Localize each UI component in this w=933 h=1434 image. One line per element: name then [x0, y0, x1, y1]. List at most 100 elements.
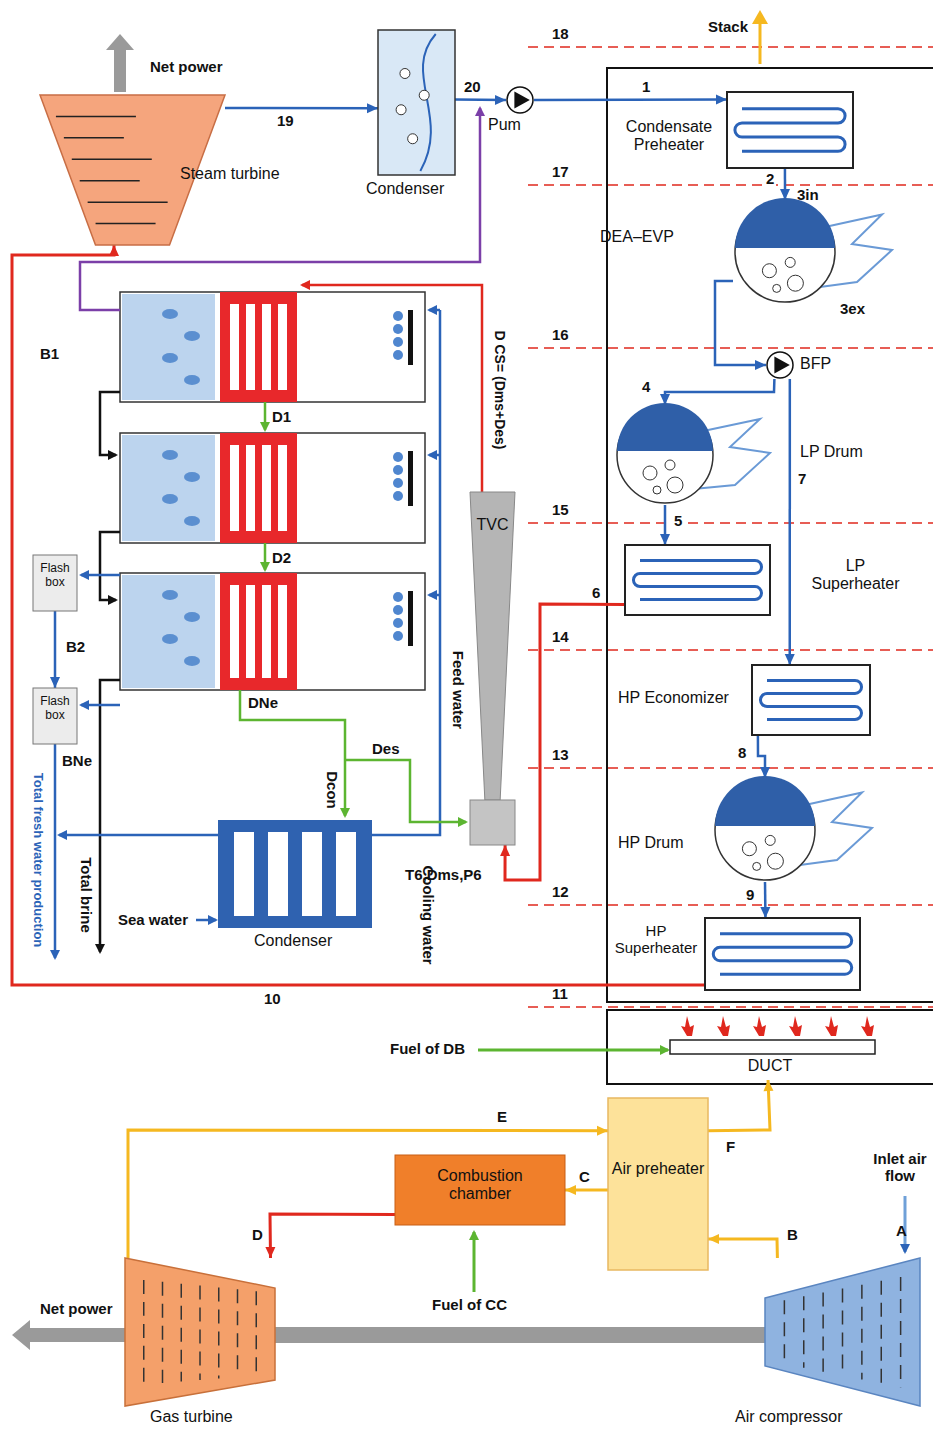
annotation-label: D2: [272, 549, 291, 566]
annotation-label: 3ex: [840, 300, 865, 317]
component-node: Flash box: [33, 555, 77, 611]
annotation-label: Net power: [150, 58, 223, 75]
component-shape: [766, 351, 794, 379]
annotation-label: Inlet air flow: [866, 1150, 933, 1185]
component-node: HP Economizer: [752, 665, 870, 735]
component-shape: [506, 86, 534, 114]
component-shape: [608, 1098, 708, 1270]
annotation-label: T6,Dms,P6: [405, 866, 482, 883]
component-label: HP Economizer: [618, 689, 729, 707]
annotation-label: 3in: [797, 186, 819, 203]
flow-connector: [780, 168, 790, 200]
flow-connector: [12, 245, 705, 985]
component-label: Combustion chamber: [405, 1167, 555, 1204]
component-node: Flash box: [33, 688, 77, 744]
power-arrows: [12, 34, 765, 1350]
component-label: HP Drum: [618, 834, 684, 852]
annotation-label: Fuel of CC: [432, 1296, 507, 1313]
med-effects: [120, 292, 425, 690]
annotation-label: D1: [272, 408, 291, 425]
component-node: TVC: [470, 492, 515, 845]
component-shape: [713, 778, 817, 882]
flow-connector: [660, 379, 774, 405]
component-label: LP Drum: [800, 443, 863, 461]
component-node: HP Superheater: [705, 918, 860, 990]
component-shape: [625, 545, 770, 615]
stream-number: 7: [796, 470, 808, 487]
stream-number: 2: [764, 170, 776, 187]
annotation-label: A: [896, 1222, 907, 1239]
stream-number: C: [577, 1168, 592, 1185]
stream-number: 19: [275, 112, 296, 129]
component-node: LP Drum: [615, 405, 715, 505]
annotation-label: 17: [552, 163, 569, 180]
stream-number: B: [785, 1226, 800, 1243]
component-label: DUCT: [607, 1057, 933, 1075]
component-node: Air compressor: [765, 1258, 920, 1406]
component-node: Pum: [506, 86, 534, 114]
annotation-label: 13: [552, 746, 569, 763]
annotation-label: Net power: [40, 1300, 113, 1317]
annotation-label: Feed water: [449, 651, 466, 729]
component-node: Condenser: [378, 30, 455, 175]
component-label: BFP: [800, 355, 831, 373]
component-node: Combustion chamber: [395, 1155, 565, 1225]
component-label: Flash box: [33, 695, 77, 723]
component-label: Air preheater: [608, 1160, 708, 1178]
component-node: DUCT: [607, 1012, 933, 1080]
stream-number: 6: [590, 584, 602, 601]
flow-connector: [534, 95, 727, 105]
stream-number: B2: [64, 638, 87, 655]
stream-number: 9: [744, 886, 756, 903]
annotation-label: 14: [552, 628, 569, 645]
component-shape: [125, 1258, 275, 1406]
stream-number: 4: [640, 378, 652, 395]
component-label: Flash box: [33, 562, 77, 590]
component-node: Steam turbine: [40, 95, 225, 245]
annotation-label: Stack: [708, 18, 748, 35]
flow-connector: [128, 1126, 608, 1258]
annotation-label: 15: [552, 501, 569, 518]
component-shape: [218, 820, 372, 928]
component-shape: [727, 92, 853, 168]
component-node: LP Superheater: [625, 545, 770, 615]
stream-number: 1: [640, 78, 652, 95]
flow-connector: [265, 1214, 395, 1258]
annotation-label: BNe: [62, 752, 92, 769]
component-shape: [470, 492, 515, 845]
annotation-label: D CS= (Dms+Des): [492, 330, 508, 449]
component-label: Steam turbine: [180, 165, 280, 183]
stream-number: 10: [262, 990, 283, 1007]
component-node: HP Drum: [713, 778, 817, 882]
component-label: Condensate Preheater: [617, 118, 721, 155]
section-lines: [528, 47, 933, 1007]
component-label: Condenser: [254, 932, 332, 950]
component-label: HP Superheater: [611, 922, 701, 957]
component-label: DEA–EVP: [600, 228, 674, 246]
flow-connector: [660, 505, 670, 545]
component-label: LP Superheater: [803, 557, 908, 594]
flow-connector: [455, 95, 506, 105]
component-label: TVC: [470, 516, 515, 534]
stream-number: F: [724, 1138, 737, 1155]
component-label: Pum: [488, 116, 521, 134]
component-node: Condensate Preheater: [727, 92, 853, 168]
component-node: BFP: [766, 351, 794, 379]
annotation-label: Fuel of DB: [390, 1040, 465, 1057]
annotation-label: Total fresh water production: [31, 773, 46, 948]
annotation-label: DNe: [248, 694, 278, 711]
flow-connector: [708, 1234, 777, 1258]
flow-connector: [758, 735, 770, 778]
component-shape: [615, 405, 715, 505]
stack-arrow: [752, 10, 768, 64]
annotation-label: 12: [552, 883, 569, 900]
flow-connector: [50, 611, 60, 688]
annotation-label: Des: [372, 740, 400, 757]
annotation-label: Dcon: [323, 771, 340, 809]
annotation-label: 11: [552, 985, 568, 1002]
flow-connector: [565, 1185, 608, 1195]
annotation-label: 18: [552, 25, 569, 42]
component-shape: [765, 1258, 920, 1406]
annotation-label: B1: [40, 345, 59, 362]
